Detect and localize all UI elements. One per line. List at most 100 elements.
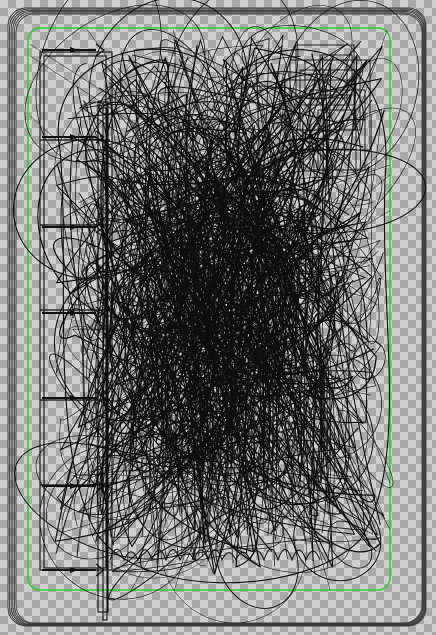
scribble-stroke xyxy=(141,398,144,492)
scribble-loop xyxy=(272,107,416,252)
scribble-stroke xyxy=(151,331,158,481)
scribble-stroke xyxy=(117,65,287,305)
nested-square xyxy=(319,54,353,96)
scribble-loop xyxy=(183,204,332,347)
scribble-loop xyxy=(185,218,260,328)
scribble-loop xyxy=(37,149,185,320)
scribble-loop xyxy=(24,4,206,162)
scribble-stroke xyxy=(149,374,160,557)
scribble-loop xyxy=(39,445,195,600)
scribble-loop xyxy=(176,155,319,215)
scribble-ray xyxy=(29,115,298,358)
scribble-stroke xyxy=(102,86,346,488)
scribble-loop xyxy=(35,0,162,163)
frame-outline xyxy=(9,8,426,626)
scribble-stroke xyxy=(306,392,315,526)
scribble-loop xyxy=(46,456,151,560)
scribble-loop xyxy=(337,409,394,488)
scribble-stroke xyxy=(326,334,335,569)
scribble-stroke xyxy=(233,384,243,549)
scribble-loop xyxy=(133,101,265,205)
scribble-ray xyxy=(29,44,250,187)
scribble-loop xyxy=(139,204,208,325)
scribble-stroke xyxy=(267,358,274,536)
scribble-stroke xyxy=(198,360,204,556)
scribble-stroke xyxy=(199,362,202,511)
frame-outline xyxy=(12,11,425,625)
scribble-stroke xyxy=(216,96,381,324)
scribble-loop xyxy=(300,174,383,274)
scribble-loop xyxy=(132,273,227,365)
scribble-loop xyxy=(168,194,224,257)
scribble-loop xyxy=(241,5,353,124)
scribble-loop xyxy=(106,414,226,438)
scribble-loop xyxy=(88,420,242,579)
scribble-stroke xyxy=(160,368,167,523)
scribble-stroke xyxy=(253,404,265,555)
scribble-stroke xyxy=(271,332,277,567)
scribble-loop xyxy=(67,235,188,306)
scribble-stroke xyxy=(142,93,291,568)
scribble-stroke xyxy=(105,155,368,451)
scribble-ray xyxy=(130,353,270,591)
scribble-stroke xyxy=(170,346,179,556)
scribble-loop xyxy=(210,86,339,217)
scribble-loop xyxy=(108,496,227,601)
scribble-loop xyxy=(54,71,220,221)
scribble-stroke xyxy=(175,396,185,481)
scribble-loop xyxy=(297,209,371,381)
scribble-stroke xyxy=(96,163,328,383)
scribble-stroke xyxy=(139,344,147,538)
scribble-loop xyxy=(234,81,334,222)
scribble-stroke xyxy=(120,177,324,485)
scribble-loop xyxy=(138,237,226,390)
scribble-ray xyxy=(280,210,391,277)
scribble-loop xyxy=(219,73,364,197)
scribble-loop xyxy=(176,223,301,347)
scribble-loop xyxy=(53,269,187,422)
scribble-loop xyxy=(49,353,151,473)
scribble-loop xyxy=(97,90,164,158)
scribble-ray xyxy=(271,156,391,484)
scribble-stroke xyxy=(321,347,330,515)
scribble-ray xyxy=(29,55,200,167)
scribble-loop xyxy=(237,515,350,573)
scribble-loop xyxy=(53,237,152,307)
frame-outline xyxy=(15,13,423,624)
scribble-ray xyxy=(287,335,391,530)
nested-square xyxy=(317,109,357,171)
scribble-loop xyxy=(141,390,209,505)
frame-outline xyxy=(7,7,427,627)
scribble-stroke xyxy=(174,343,183,520)
scribble-stroke xyxy=(226,363,234,564)
scribble-loop xyxy=(279,0,420,177)
scribble-stroke xyxy=(238,331,247,531)
scribble-stroke xyxy=(303,395,305,535)
scribble-stroke xyxy=(227,376,235,537)
scribble-stroke xyxy=(72,34,366,296)
scribble-loop xyxy=(224,148,359,276)
scribble-stroke xyxy=(127,375,133,562)
scribble-ray xyxy=(122,174,391,396)
scribble-loop xyxy=(226,367,374,505)
scribble-loop xyxy=(84,91,259,223)
scribble-outer-loop xyxy=(114,61,361,171)
scribble-loop xyxy=(188,76,277,221)
scribble-stroke xyxy=(317,332,323,483)
scribble-ray xyxy=(208,156,331,591)
scribble-loop xyxy=(113,240,297,379)
scribble-loop xyxy=(35,435,168,521)
scribble-loop xyxy=(163,189,225,251)
scribble-loop xyxy=(238,148,427,234)
scribble-stroke xyxy=(206,334,219,534)
scribble-ray xyxy=(172,29,222,170)
selection-boundary[interactable] xyxy=(27,27,391,591)
scribble-stroke xyxy=(204,342,213,542)
scribble-stroke xyxy=(305,331,309,496)
scribble-loop xyxy=(196,128,300,235)
scribble-ray xyxy=(263,164,391,208)
scribble-stroke xyxy=(277,343,288,560)
frame-outline xyxy=(10,9,425,626)
